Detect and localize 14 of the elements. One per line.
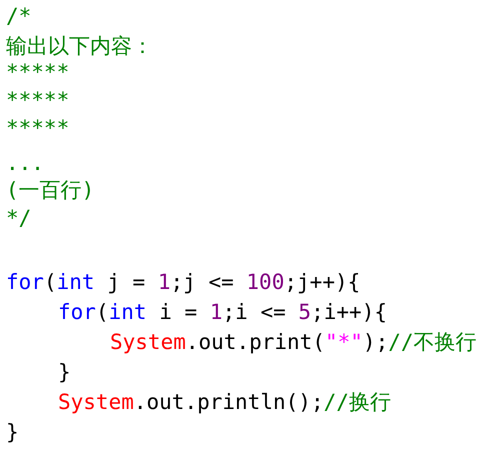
code-comment: */ xyxy=(6,205,32,232)
code-comment: ***** xyxy=(6,87,70,114)
code-line: } xyxy=(6,419,19,446)
code-line: System.out.print("*");//不换行 xyxy=(110,329,477,356)
code-line: } xyxy=(58,359,71,386)
code-line: for(int j = 1;j <= 100;j++){ xyxy=(6,269,360,296)
code-comment: ***** xyxy=(6,59,70,86)
code-comment: /* xyxy=(6,3,32,30)
code-comment: (一百行) xyxy=(6,177,94,204)
code-comment: ***** xyxy=(6,115,70,142)
code-line: System.out.println();//换行 xyxy=(58,389,391,416)
code-comment: 输出以下内容： xyxy=(6,33,153,60)
code-comment: ... xyxy=(6,150,44,177)
code-line: for(int i = 1;i <= 5;i++){ xyxy=(58,299,387,326)
